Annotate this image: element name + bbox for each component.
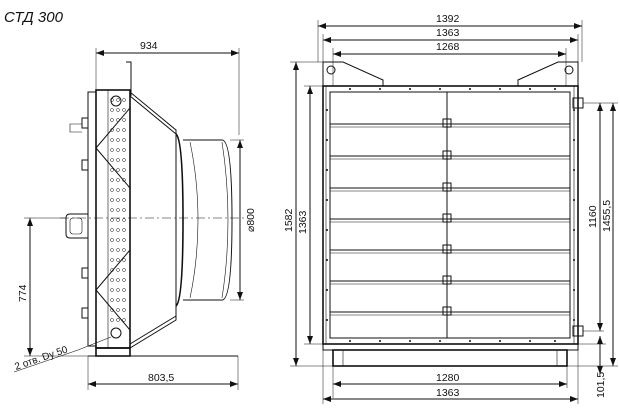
side-view: 934: [13, 40, 257, 390]
side-frame: [87, 91, 97, 347]
width-1392-label: 1392: [436, 13, 460, 25]
width-1363-label: 1363: [436, 27, 460, 39]
frame-bolts: [326, 88, 575, 342]
louver-latches: [442, 118, 452, 316]
rivet-pattern: [110, 98, 126, 322]
mounting-handle: [65, 213, 88, 239]
louver-panels: [330, 91, 570, 338]
height-1160-label: 1160: [587, 205, 599, 228]
height-774-label: 774: [17, 284, 29, 302]
side-base-skid: [95, 347, 131, 357]
connection-note: 2 отв. Dy 50: [13, 344, 69, 373]
fan-shroud: [175, 133, 184, 307]
height-1363-label: 1363: [297, 210, 309, 234]
right-lifting-lug: [517, 61, 579, 86]
base-1280-label: 1280: [436, 372, 460, 384]
front-base-skid: [332, 349, 568, 367]
diameter-label: ⌀800: [245, 208, 257, 232]
width-934-label: 934: [140, 40, 158, 52]
upper-connection-pipe: [110, 95, 122, 107]
base-803-label: 803,5: [148, 372, 174, 384]
front-base-rail: [322, 343, 579, 351]
left-lifting-lug: [322, 61, 384, 86]
lower-connection-pipe: [110, 327, 122, 339]
drawing-title: СТД 300: [4, 9, 64, 26]
front-view: 1392 1363 1268: [283, 13, 618, 404]
height-1582-label: 1582: [283, 208, 295, 232]
side-brackets: [81, 117, 89, 319]
base-1363-label: 1363: [436, 387, 460, 399]
fan-diffuser-cone: [129, 90, 177, 349]
width-1268-label: 1268: [436, 41, 460, 53]
height-1455-label: 1455,5: [601, 200, 613, 232]
base-height-label: 101,5: [595, 372, 607, 398]
